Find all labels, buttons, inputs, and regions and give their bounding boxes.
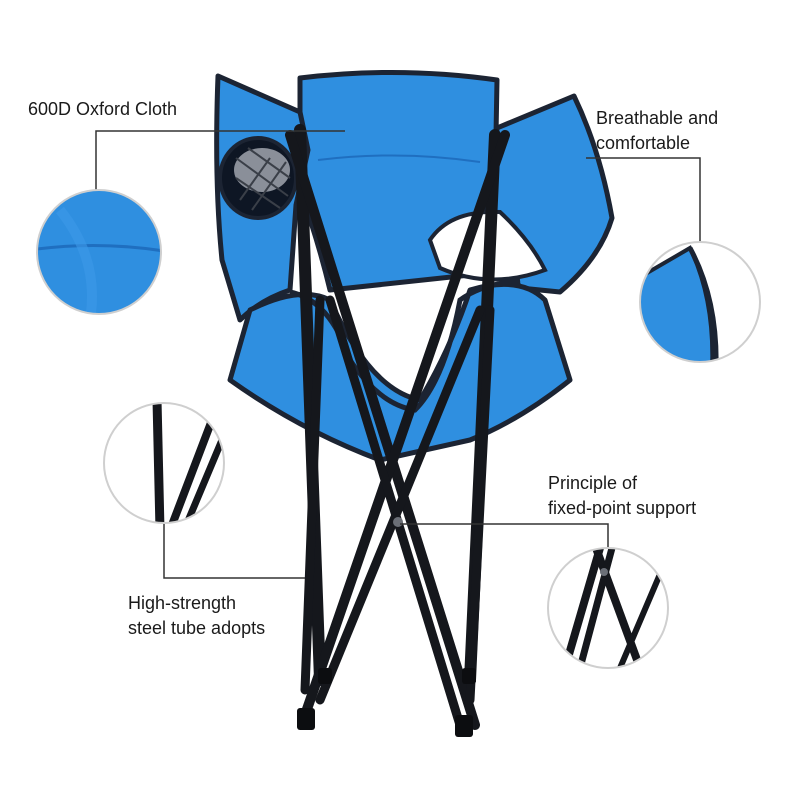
edge-closeup-icon	[639, 241, 761, 363]
callout-line: 600D Oxford Cloth	[28, 99, 178, 119]
fabric-closeup-icon	[36, 189, 162, 315]
callout-breathable: Breathable and comfortable	[596, 106, 718, 156]
callout-line: steel tube adopts	[128, 618, 266, 638]
callout-fixed-point-support: Principle of fixed-point support	[548, 471, 696, 521]
leader-lines	[95, 130, 701, 579]
callout-line: comfortable	[596, 133, 691, 153]
callout-oxford-cloth: 600D Oxford Cloth	[28, 97, 177, 122]
chair-frame	[285, 124, 510, 730]
backrest-fold-line	[317, 154, 481, 163]
cup-holder-icon	[218, 136, 298, 220]
callout-line: Breathable and	[596, 108, 719, 128]
frame-pivot-icon	[393, 517, 403, 527]
callout-line: fixed-point support	[548, 498, 697, 518]
callout-line: Principle of	[548, 473, 638, 493]
callout-steel-tube: High-strength steel tube adopts	[128, 591, 265, 641]
tube-closeup-icon	[103, 402, 225, 524]
frame-feet	[297, 668, 476, 737]
joint-closeup-icon	[547, 547, 669, 669]
callout-line: High-strength	[128, 593, 237, 613]
